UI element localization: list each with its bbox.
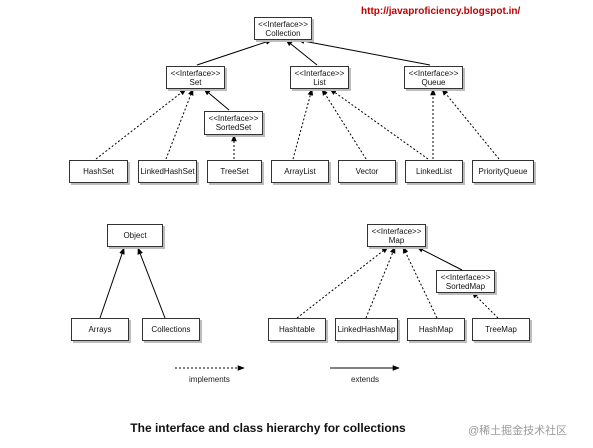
node-treemap: TreeMap [472,318,530,341]
node-label: Hashtable [278,325,316,334]
node-vector: Vector [338,160,396,183]
stereotype-label: <<Interface>> [371,227,422,236]
edge-sortedset-extends-set [203,88,230,111]
node-label: Set [189,78,202,87]
node-label: HashSet [83,167,114,176]
node-linkedhashmap: LinkedHashMap [335,318,398,341]
node-treeset: TreeSet [207,160,262,183]
node-hashset: HashSet [69,160,128,183]
node-label: PriorityQueue [478,167,528,176]
node-arraylist: ArrayList [271,160,329,183]
node-linkedhashset: LinkedHashSet [138,160,197,183]
edge-treemap-implements-sortedmap [471,291,499,319]
node-label: List [313,78,326,87]
legend-extends-label: extends [351,375,380,384]
node-label: SortedMap [445,282,486,291]
node-label: Queue [421,78,446,87]
stereotype-label: <<Interface>> [170,69,221,78]
edge-sortedmap-extends-map [416,246,463,271]
node-label: Object [123,231,147,240]
edge-hashset-implements-set [95,88,187,160]
edge-hashtable-implements-map [296,246,389,319]
node-map: <<Interface>> Map [367,224,426,247]
node-label: SortedSet [215,123,252,132]
node-object: Object [107,224,163,247]
edge-queue-extends-collection [297,38,431,66]
node-queue: <<Interface>> Queue [404,66,463,89]
edge-list-extends-collection [285,39,318,66]
node-label: Vector [355,167,379,176]
node-label: Collections [151,325,191,334]
stereotype-label: <<Interface>> [258,20,308,29]
stereotype-label: <<Interface>> [208,114,259,123]
node-hashtable: Hashtable [268,318,326,341]
node-priorityqueue: PriorityQueue [472,160,534,183]
node-label: TreeSet [220,167,249,176]
node-list: <<Interface>> List [290,66,349,89]
node-hashmap: HashMap [407,318,465,341]
node-label: LinkedHashSet [140,167,195,176]
node-linkedlist: LinkedList [405,160,463,183]
edge-arrays-extends-object [99,247,125,319]
legend-implements-label: implements [189,375,230,384]
node-arrays: Arrays [71,318,129,341]
node-label: Arrays [88,325,112,334]
edge-vector-implements-list [321,88,367,160]
source-url[interactable]: http://javaproficiency.blogspot.in/ [361,6,521,17]
node-label: LinkedHashMap [337,325,396,334]
node-label: ArrayList [284,167,316,176]
edge-arraylist-implements-list [292,88,314,160]
node-label: Collection [265,29,301,38]
stereotype-label: <<Interface>> [294,69,345,78]
edge-hashmap-implements-map [402,246,438,319]
diagram-caption: The interface and class hierarchy for co… [130,421,406,435]
edge-linkedhashmap-implements-map [365,246,396,319]
node-label: Map [388,236,405,245]
node-label: TreeMap [485,325,517,334]
node-collection: <<Interface>> Collection [254,17,312,40]
stereotype-label: <<Interface>> [408,69,459,78]
node-label: HashMap [418,325,454,334]
node-set: <<Interface>> Set [166,66,225,89]
node-label: LinkedList [415,167,453,176]
watermark: @稀土掘金技术社区 [468,425,568,437]
edge-priorityqueue-implements-queue [441,88,500,160]
edge-linkedhashset-implements-set [165,88,194,160]
edge-collections-extends-object [137,247,166,319]
node-sortedmap: <<Interface>> SortedMap [436,270,495,293]
node-collections: Collections [142,318,200,341]
node-sortedset: <<Interface>> SortedSet [204,111,263,135]
edge-set-extends-collection [196,39,273,66]
edge-linkedlist-implements-list [329,88,429,160]
stereotype-label: <<Interface>> [440,273,491,282]
